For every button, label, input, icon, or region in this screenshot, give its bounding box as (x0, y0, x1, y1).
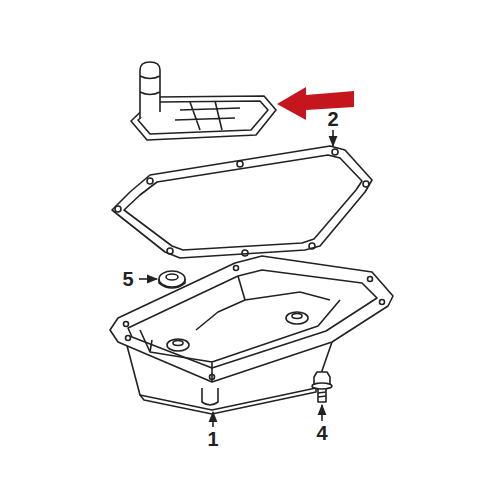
leader-line (332, 130, 334, 146)
callout-number: 1 (207, 429, 218, 449)
leader-line (139, 278, 157, 280)
highlight-arrow (277, 87, 354, 120)
filter (131, 62, 276, 140)
pan-gasket (112, 146, 372, 258)
oil-pan (110, 256, 393, 414)
callout-number: 5 (122, 269, 133, 289)
leader-line (212, 412, 214, 427)
callout-number: 2 (327, 109, 338, 129)
callout-number: 4 (316, 423, 327, 443)
pan-bolt (312, 372, 332, 402)
seal-ring (159, 271, 185, 288)
leader-line (321, 405, 323, 421)
